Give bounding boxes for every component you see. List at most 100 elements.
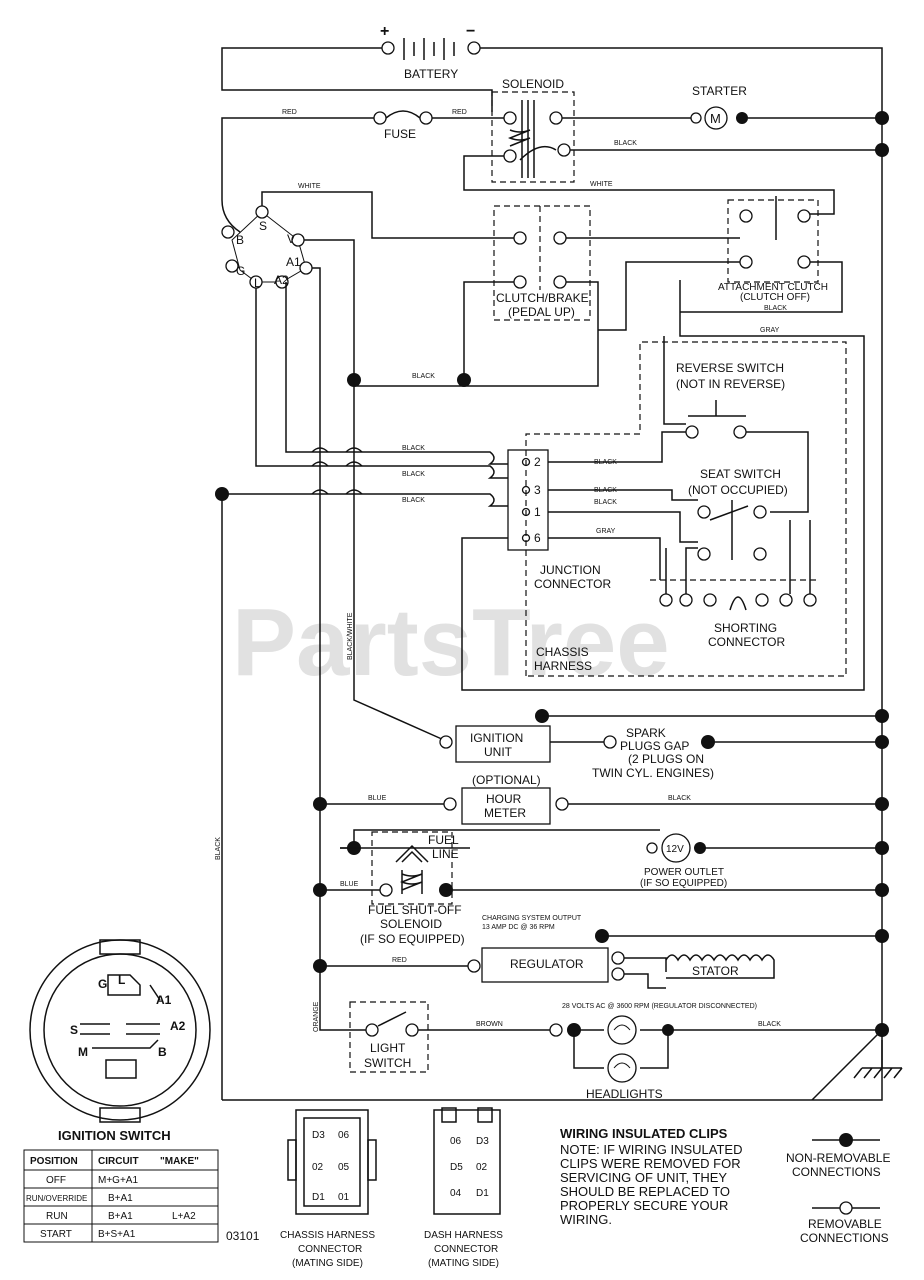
table-cell: RUN	[46, 1211, 68, 1222]
connector-caption: CONNECTOR	[434, 1244, 498, 1255]
ground-bus	[222, 118, 883, 1101]
junction-label: JUNCTION	[540, 563, 601, 577]
spark-plugs-label: PLUGS GAP	[620, 739, 689, 753]
ac-voltage-note: 28 VOLTS AC @ 3600 RPM (REGULATOR DISCON…	[562, 1003, 757, 1010]
power-outlet: 12V POWER OUTLET (IF SO EQUIPPED)	[640, 833, 727, 889]
connector-pin: 05	[338, 1162, 350, 1173]
light-switch-label: LIGHT	[370, 1041, 406, 1055]
chassis-harness-label: CHASSIS	[536, 645, 589, 659]
spark-plugs-label: TWIN CYL. ENGINES)	[592, 766, 714, 780]
wiring-clips-note: WIRING INSULATED CLIPS NOTE: IF WIRING I…	[560, 1126, 743, 1227]
fuel-line-label: FUEL	[428, 833, 459, 847]
attachment-clutch-label: ATTACHMENT CLUTCH	[718, 282, 828, 293]
wire-label-black: BLACK	[215, 837, 222, 860]
hour-meter-label: METER	[484, 806, 526, 820]
solenoid: SOLENOID	[491, 77, 575, 183]
part-number: 03101	[226, 1229, 260, 1243]
junction-connector: 2 3 1 6 JUNCTION CONNECTOR	[507, 449, 611, 591]
reverse-switch: REVERSE SWITCH (NOT IN REVERSE)	[676, 361, 785, 439]
power-outlet-label: POWER OUTLET	[644, 867, 724, 878]
regulator: CHARGING SYSTEM OUTPUT 13 AMP DC @ 36 RP…	[467, 915, 625, 983]
ign-label-a2: A2	[170, 1019, 186, 1033]
table-cell: B+S+A1	[98, 1229, 136, 1240]
table-header: "MAKE"	[160, 1156, 199, 1167]
clutch-brake-state: (PEDAL UP)	[508, 305, 575, 319]
hour-meter-optional: (OPTIONAL)	[472, 773, 541, 787]
junction-label: CONNECTOR	[534, 577, 611, 591]
connector-pin: D1	[312, 1192, 325, 1203]
table-cell: M+G+A1	[98, 1175, 138, 1186]
junction-pin: 3	[534, 483, 541, 497]
attachment-clutch-switch: ATTACHMENT CLUTCH (CLUTCH OFF)	[718, 196, 828, 303]
ign-terminal-a2: A2	[274, 273, 289, 287]
clutch-brake-switch: CLUTCH/BRAKE (PEDAL UP)	[493, 205, 591, 321]
light-switch: LIGHT SWITCH	[349, 1001, 429, 1073]
fuse: FUSE	[373, 110, 433, 141]
power-outlet-symbol: 12V	[666, 844, 684, 855]
wire-label-black: BLACK	[594, 459, 617, 466]
light-switch-label: SWITCH	[364, 1056, 411, 1070]
wire-label-red: RED	[392, 957, 407, 964]
attachment-clutch-state: (CLUTCH OFF)	[740, 292, 810, 303]
ign-label-a1: A1	[156, 993, 172, 1007]
ignition-unit-label: UNIT	[484, 745, 513, 759]
clutch-brake-label: CLUTCH/BRAKE	[496, 291, 589, 305]
ign-label-l: L	[118, 973, 125, 987]
charging-output-label: 13 AMP DC @ 36 RPM	[482, 924, 555, 931]
black-white-wire	[304, 239, 445, 741]
dash-harness-connector: 06 D3 D5 02 04 D1 DASH HARNESS CONNECTOR…	[424, 1107, 503, 1269]
connector-caption: (MATING SIDE)	[292, 1258, 363, 1269]
connector-pin: 04	[450, 1188, 462, 1199]
connector-pin: 02	[476, 1162, 488, 1173]
watermark: PartsTree	[232, 589, 670, 696]
gray-wire-1	[461, 280, 865, 691]
wire-label-black: BLACK	[402, 497, 425, 504]
table-cell: B+A1	[108, 1211, 133, 1222]
shorting-connector-label: SHORTING	[714, 621, 777, 635]
starter-symbol: M	[710, 111, 721, 126]
wire-label-blue: BLUE	[340, 881, 359, 888]
junction-pin: 6	[534, 531, 541, 545]
hour-meter: (OPTIONAL) HOUR METER	[443, 773, 569, 825]
clips-note-line: CLIPS WERE REMOVED FOR	[560, 1156, 741, 1171]
chassis-harness-connector: D3 06 02 05 D1 01 CHASSIS HARNESS CONNEC…	[280, 1109, 377, 1269]
svg-text:−: −	[466, 23, 475, 40]
wire-a2	[285, 282, 526, 465]
spark-plugs: SPARK PLUGS GAP (2 PLUGS ON TWIN CYL. EN…	[592, 726, 714, 780]
shorting-connector: SHORTING CONNECTOR	[650, 520, 820, 649]
connector-pin: 01	[338, 1192, 350, 1203]
wire-label-black: BLACK	[402, 471, 425, 478]
table-cell: OFF	[46, 1175, 66, 1186]
ign-label-b: B	[158, 1045, 167, 1059]
ign-terminal-g: G	[236, 264, 245, 278]
battery: + − BATTERY	[221, 23, 883, 118]
clips-note-line: NOTE: IF WIRING INSULATED	[560, 1142, 743, 1157]
hour-meter-label: HOUR	[486, 792, 522, 806]
ign-terminal-v: V	[287, 232, 295, 246]
wire-label-black: BLACK	[758, 1021, 781, 1028]
legend-label: CONNECTIONS	[800, 1231, 889, 1245]
red-wire-fuse	[221, 117, 374, 233]
legend-label: CONNECTIONS	[792, 1165, 881, 1179]
wire-label-black-white: BLACK/WHITE	[347, 612, 354, 660]
wire-label-orange: ORANGE	[313, 1001, 320, 1032]
regulator-label: REGULATOR	[510, 957, 584, 971]
clips-note-line: WIRING.	[560, 1212, 612, 1227]
headlights: HEADLIGHTS	[586, 1015, 674, 1101]
clips-note-line: SERVICING OF UNIT, THEY	[560, 1170, 727, 1185]
svg-text:+: +	[380, 23, 389, 40]
wire-label-black: BLACK	[668, 795, 691, 802]
starter: M STARTER	[690, 84, 748, 130]
shorting-connector-label: CONNECTOR	[708, 635, 785, 649]
ignition-switch-detail: G L A1 S A2 M B IGNITION SWITCH	[29, 939, 211, 1143]
spark-plugs-label: SPARK	[626, 726, 666, 740]
fuel-shutoff-solenoid: FUEL LINE FUEL SHUT-OFF SOLENOID (IF SO …	[360, 831, 465, 946]
wire-label-black: BLACK	[402, 445, 425, 452]
ignition-switch-schematic: S V A1 A2 L G B	[221, 205, 313, 290]
clips-note-line: SHOULD BE REPLACED TO	[560, 1184, 730, 1199]
ign-label-g: G	[98, 977, 107, 991]
clips-note-title: WIRING INSULATED CLIPS	[560, 1126, 728, 1141]
reverse-switch-label: REVERSE SWITCH	[676, 361, 784, 375]
